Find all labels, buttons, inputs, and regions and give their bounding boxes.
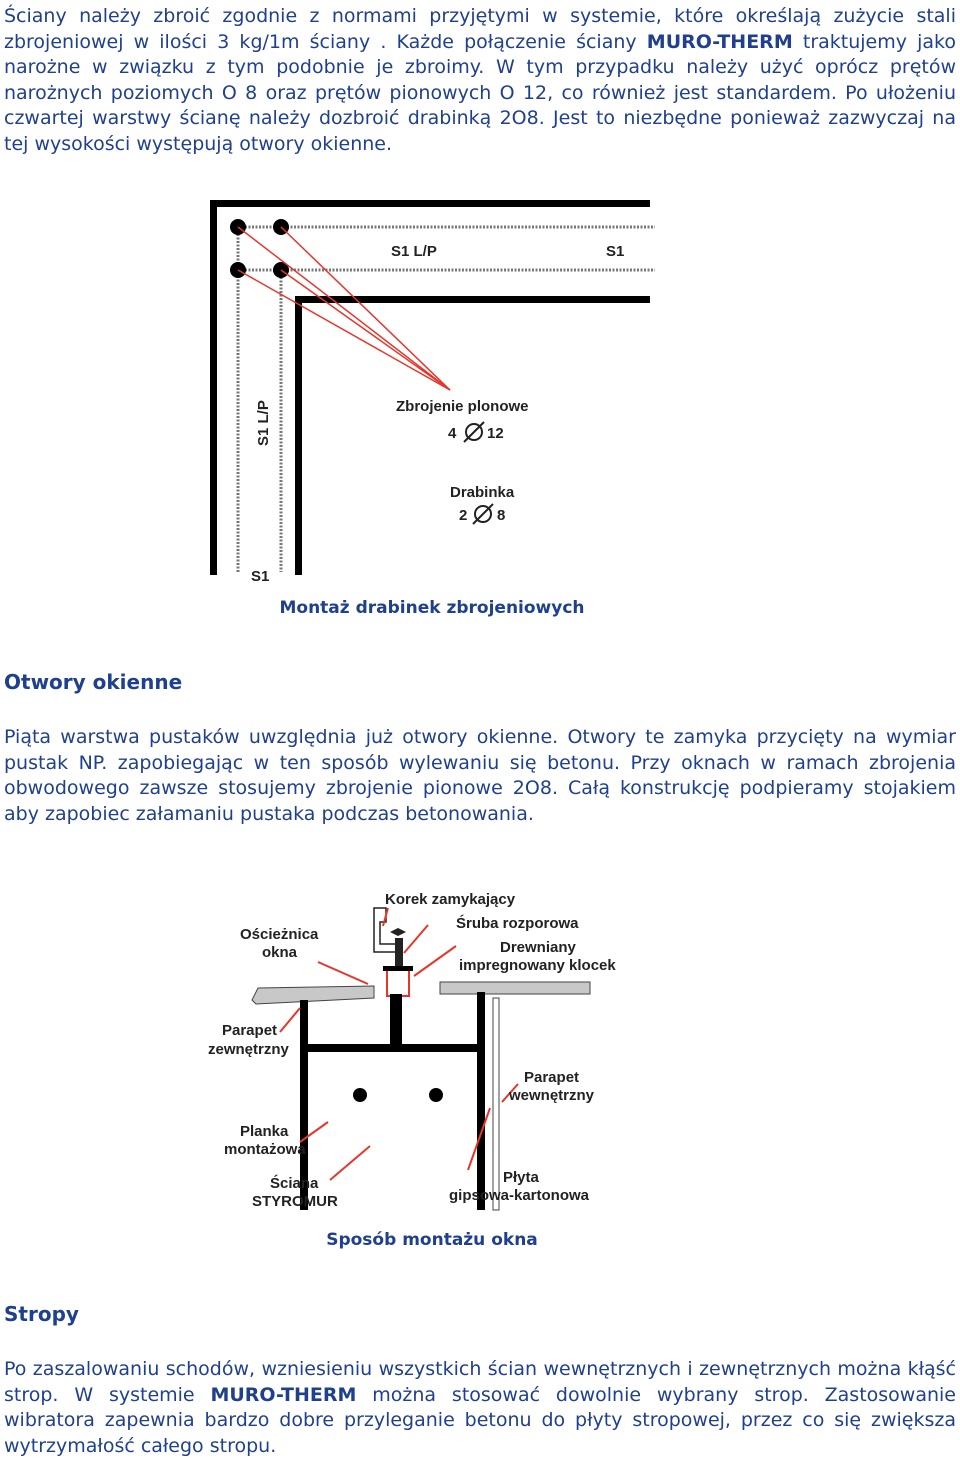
brand-name: MURO-THERM [210, 1383, 357, 1406]
label-wooden-block-1: Drewniany [500, 939, 577, 956]
support-post [390, 994, 402, 1048]
window-openings-heading: Otwory okienne [4, 670, 183, 694]
closing-cap [390, 928, 406, 936]
wooden-block [386, 969, 410, 997]
reinforcement-paragraph: Ściany należy zbroić zgodnie z normami p… [4, 4, 956, 157]
label-vertical-diameter: 12 [487, 425, 504, 442]
label-ladder-count: 2 [459, 507, 467, 524]
label-wooden-block-2: impregnowany klocek [459, 957, 616, 974]
label-closing-cap: Korek zamykający [385, 891, 516, 908]
label-s1-vertical: S1 [251, 568, 269, 585]
brand-name: MURO-THERM [646, 30, 793, 53]
label-s1lp-vertical: S1 L/P [255, 400, 272, 446]
diameter-icon [472, 503, 494, 525]
block-cap [383, 966, 413, 971]
horizontal-rebars [238, 225, 655, 272]
corner-reinforcement-diagram: S1 L/P S1 S1 L/P S1 Zbrojenie plonowe 4 … [210, 200, 655, 585]
label-inner-sill-1: Parapet [524, 1069, 579, 1086]
label-ladder-diameter: 8 [497, 507, 505, 524]
label-vertical-reinforcement: Zbrojenie plonowe [396, 398, 529, 415]
support-beam [308, 1044, 477, 1052]
window-installation-diagram: Korek zamykający Śruba rozporowa Drewnia… [208, 891, 616, 1211]
label-s1lp-horizontal: S1 L/P [391, 243, 437, 260]
label-outer-sill-1: Parapet [222, 1022, 277, 1039]
label-s1-horizontal: S1 [606, 243, 624, 260]
label-wall-1: Ściana [270, 1174, 319, 1192]
paragraph-text-part: można stosować dowolnie wybrany strop. Z… [4, 1383, 956, 1457]
inner-wall-top [295, 296, 650, 303]
leader-arrows [279, 907, 519, 1181]
label-vertical-count: 4 [448, 425, 457, 442]
window-openings-paragraph: Piąta warstwa pustaków uwzględnia już ot… [4, 726, 956, 825]
outer-wall-top [210, 200, 650, 207]
diameter-icon [463, 421, 485, 443]
leader-lines [237, 226, 451, 391]
label-frame-2: okna [262, 944, 298, 961]
label-mounting-plank-1: Planka [240, 1123, 289, 1140]
wall-inner [477, 992, 485, 1210]
label-plasterboard-1: Płyta [503, 1169, 540, 1186]
ceilings-heading: Stropy [4, 1302, 79, 1326]
rebar [353, 1088, 367, 1102]
wall-outer [300, 1000, 308, 1210]
outer-sill [251, 985, 375, 1005]
label-expansion-bolt: Śruba rozporowa [456, 914, 579, 932]
label-ladder: Drabinka [450, 484, 515, 501]
ceilings-paragraph: Po zaszalowaniu schodów, wzniesieniu wsz… [4, 1357, 956, 1459]
label-inner-sill-2: wewnętrzny [508, 1087, 595, 1104]
rebar [429, 1088, 443, 1102]
figure2-caption: Sposób montażu okna [326, 1230, 538, 1250]
outer-wall-left [210, 200, 217, 575]
plasterboard [492, 997, 500, 1211]
label-wall-2: STYROMUR [252, 1193, 338, 1210]
label-mounting-plank-2: montażowa [224, 1141, 306, 1158]
figure1-caption: Montaż drabinek zbrojeniowych [279, 598, 585, 618]
paragraph-text-part: Po zaszalowaniu schodów, wzniesieniu wsz… [4, 1358, 956, 1406]
label-outer-sill-2: zewnętrzny [208, 1041, 290, 1058]
inner-sill [439, 981, 591, 995]
vertical-rebars [236, 227, 283, 572]
label-plasterboard-2: gipsowa-kartonowa [449, 1187, 590, 1204]
label-frame-1: Ościeżnica [240, 926, 319, 943]
expansion-bolt [395, 938, 403, 972]
inner-wall-left [295, 296, 302, 575]
paragraph-text-part: traktujemy jako narożne w związku z tym … [4, 30, 956, 155]
paragraph-text-part: Ściany należy zbroić zgodnie z normami p… [4, 5, 956, 53]
